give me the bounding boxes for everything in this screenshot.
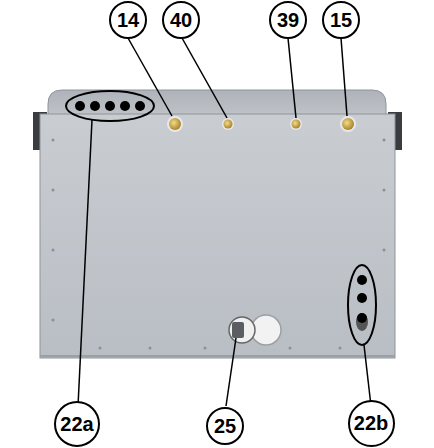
callout-circle: 40	[162, 1, 200, 39]
callout-number: 14	[117, 9, 139, 32]
leader-lines	[78, 38, 371, 406]
callout-circle: 15	[322, 1, 360, 39]
panel-edge	[40, 355, 395, 357]
dot-column	[356, 275, 368, 331]
callout-number: 22a	[60, 413, 93, 436]
drain-fitting	[229, 315, 281, 345]
callout-circle: 39	[269, 1, 307, 39]
callout-circle: 22b	[348, 400, 395, 447]
callout-number: 39	[277, 9, 299, 32]
callout-number: 40	[170, 9, 192, 32]
screw-holes	[52, 139, 386, 350]
callout-circle: 25	[206, 407, 244, 445]
callout-circle: 22a	[54, 401, 100, 447]
dot-group-outline	[348, 265, 376, 345]
dot-row	[75, 101, 145, 111]
callout-circle: 14	[109, 1, 147, 39]
dot-group-outline	[66, 91, 154, 121]
callout-number: 15	[330, 9, 352, 32]
callout-number: 25	[214, 415, 236, 438]
fittings	[167, 116, 356, 132]
callout-number: 22b	[354, 412, 388, 435]
panel-face	[40, 114, 395, 358]
